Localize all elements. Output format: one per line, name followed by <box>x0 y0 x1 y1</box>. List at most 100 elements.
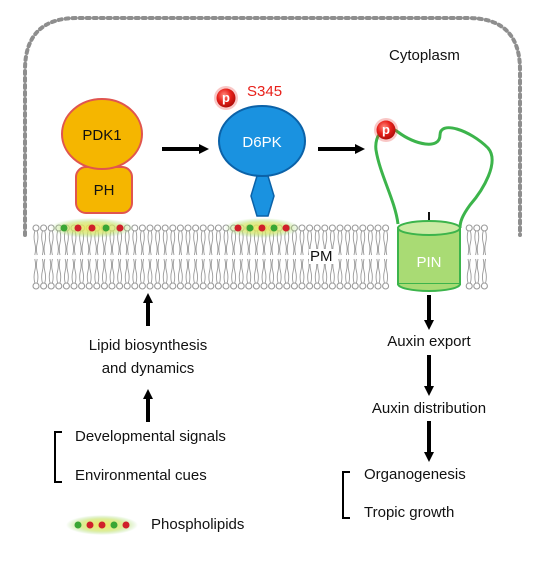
lipid-tail <box>102 258 107 284</box>
lipid-tail <box>185 230 191 256</box>
signals-bracket <box>54 431 62 483</box>
lipid-head <box>230 282 238 290</box>
lipid-tail <box>185 258 191 284</box>
lipid-head <box>351 224 359 232</box>
lipid-head <box>192 282 200 290</box>
outcome-tropic-growth: Tropic growth <box>364 504 455 521</box>
lipid-tail <box>178 230 183 256</box>
lipid-head <box>480 282 488 290</box>
ph-label: PH <box>93 181 115 199</box>
lipid-head <box>344 224 352 232</box>
lipid-tail <box>474 258 480 284</box>
lipid-tail <box>246 258 252 284</box>
lipid-head <box>116 282 124 290</box>
lipid-head <box>47 282 55 290</box>
lipid-tail <box>71 258 77 284</box>
lipid-tail <box>155 230 160 256</box>
lipid-tail <box>132 258 138 284</box>
lipid-head <box>473 282 481 290</box>
lipid-tail <box>41 258 46 284</box>
lipid-head <box>359 224 367 232</box>
legend-label: Phospholipids <box>151 516 245 533</box>
lipid-tail <box>383 230 388 256</box>
lipid-tail <box>48 258 54 284</box>
lipid-head <box>192 224 200 232</box>
lipid-head <box>154 224 162 232</box>
lipid-head <box>268 282 276 290</box>
d6pk-protein <box>218 105 306 177</box>
lipid-tail <box>178 258 183 284</box>
lipid-tail <box>33 258 39 284</box>
lipid-tail <box>223 258 229 284</box>
lipid-tail <box>140 258 145 284</box>
cytoplasm-label: Cytoplasm <box>389 47 460 64</box>
lipid-tail <box>375 230 381 256</box>
lipid-label-line2: and dynamics <box>101 360 195 377</box>
lipid-head <box>32 282 40 290</box>
lipid-tail <box>352 230 358 256</box>
lipid-head <box>313 224 321 232</box>
lipid-head <box>374 282 382 290</box>
lipid-head <box>214 224 222 232</box>
lipid-tail <box>269 258 274 284</box>
lipid-head <box>146 282 154 290</box>
pdk1-protein <box>61 98 143 170</box>
lipid-tail <box>292 230 297 256</box>
membrane-label: PM <box>309 248 334 265</box>
outcome-organogenesis: Organogenesis <box>364 466 466 483</box>
lipid-tail <box>337 230 343 256</box>
lipid-head <box>306 224 314 232</box>
lipid-head <box>207 282 215 290</box>
lipid-tail <box>124 230 130 256</box>
lipid-head <box>306 282 314 290</box>
phospholipid-cluster-left <box>50 218 134 238</box>
d6pk-anchor <box>250 175 275 217</box>
pin-protein <box>397 227 461 285</box>
lipid-head <box>108 282 116 290</box>
lipid-tail <box>94 258 100 284</box>
lipid-tail <box>360 230 366 256</box>
lipid-tail <box>223 230 229 256</box>
lipid-head <box>78 282 86 290</box>
lipid-tail <box>345 258 350 284</box>
lipid-head <box>321 282 329 290</box>
phospholipid-cluster-mid <box>224 218 300 238</box>
lipid-tail <box>276 258 282 284</box>
lipid-head <box>359 282 367 290</box>
lipid-tail <box>193 258 198 284</box>
lipid-tail <box>200 258 206 284</box>
lipid-head <box>465 282 473 290</box>
lipid-tail <box>33 230 39 256</box>
lipid-tail <box>170 230 176 256</box>
lipid-head <box>184 224 192 232</box>
lipid-tail <box>482 230 487 256</box>
lipid-head <box>382 282 390 290</box>
lipid-head <box>161 282 169 290</box>
lipid-tail <box>284 258 290 284</box>
lipid-label-line1: Lipid biosynthesis <box>88 337 208 354</box>
lipid-head <box>40 282 48 290</box>
lipid-head <box>214 282 222 290</box>
lipid-tail <box>368 258 373 284</box>
lipid-head <box>260 282 268 290</box>
lipid-tail <box>117 258 122 284</box>
lipid-head <box>351 282 359 290</box>
lipid-head <box>100 282 108 290</box>
lipid-tail <box>352 258 358 284</box>
lipid-tail <box>216 230 221 256</box>
lipid-head <box>366 282 374 290</box>
lipid-tail <box>109 258 115 284</box>
lipid-tail <box>383 258 388 284</box>
lipid-head <box>382 224 390 232</box>
signal-developmental: Developmental signals <box>75 428 226 445</box>
pin-label: PIN <box>416 253 442 271</box>
lipid-head <box>85 282 93 290</box>
lipid-tail <box>147 258 153 284</box>
lipid-tail <box>155 258 160 284</box>
lipid-head <box>237 282 245 290</box>
lipid-head <box>154 282 162 290</box>
lipid-head <box>328 224 336 232</box>
lipid-tail <box>56 258 62 284</box>
lipid-head <box>70 282 78 290</box>
lipid-head <box>184 282 192 290</box>
